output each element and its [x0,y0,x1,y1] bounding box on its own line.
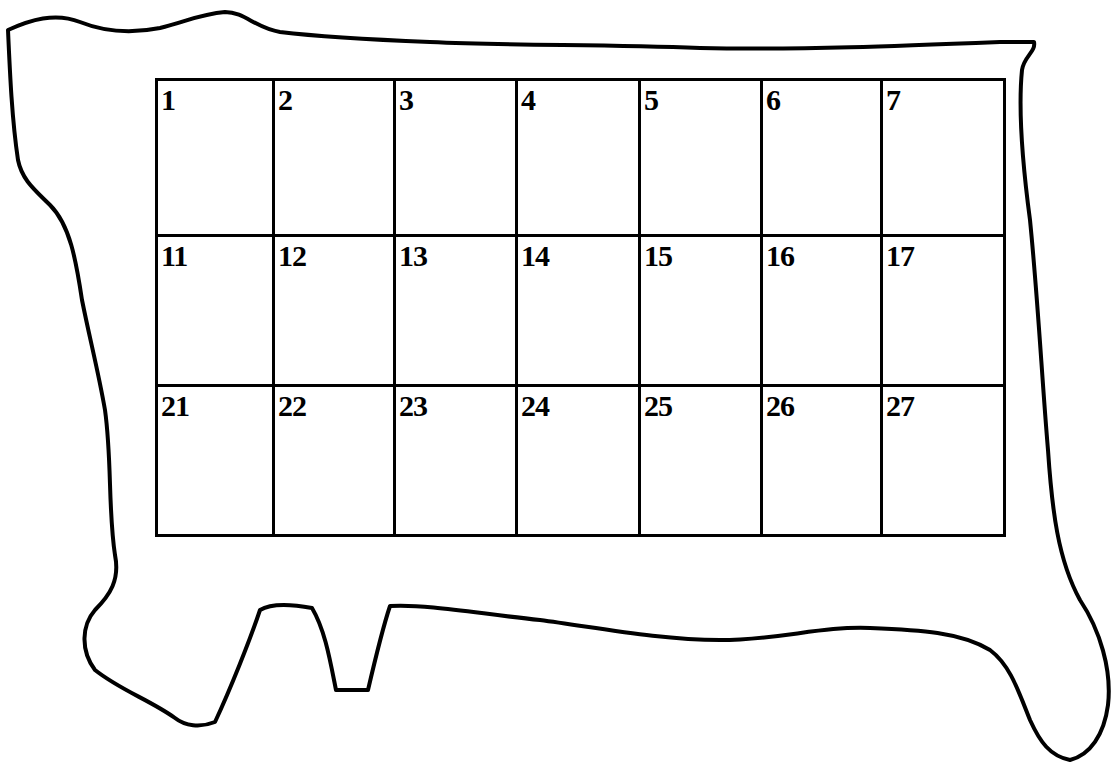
grid-cell: 4 [515,78,641,237]
cell-number: 26 [763,387,794,421]
cell-number: 15 [641,237,672,271]
grid-cell: 27 [880,384,1006,537]
grid-cell: 14 [515,234,641,387]
cell-number: 11 [158,237,187,271]
cell-number: 25 [641,387,672,421]
cell-number: 22 [275,387,306,421]
cell-number: 17 [883,237,914,271]
grid-cell: 16 [760,234,883,387]
grid-cell: 3 [393,78,518,237]
grid-cell: 12 [272,234,396,387]
cell-number: 5 [641,81,658,115]
grid-cell: 6 [760,78,883,237]
grid-cell: 21 [155,384,275,537]
grid-cell: 13 [393,234,518,387]
grid-cell: 2 [272,78,396,237]
cell-number: 2 [275,81,292,115]
grid-cell: 11 [155,234,275,387]
cell-number: 23 [396,387,427,421]
cell-number: 7 [883,81,900,115]
cell-number: 14 [518,237,549,271]
grid-cell: 5 [638,78,763,237]
grid-cell: 24 [515,384,641,537]
cell-number: 13 [396,237,427,271]
cell-number: 27 [883,387,914,421]
grid-cell: 15 [638,234,763,387]
cell-number: 16 [763,237,794,271]
cell-number: 21 [158,387,189,421]
cell-number: 4 [518,81,535,115]
grid-cell: 7 [880,78,1006,237]
hide-outline-path [8,12,1109,760]
cell-number: 6 [763,81,780,115]
cell-number: 24 [518,387,549,421]
grid-cell: 17 [880,234,1006,387]
grid-cell: 26 [760,384,883,537]
grid-cell: 23 [393,384,518,537]
cell-number: 3 [396,81,413,115]
grid-cell: 25 [638,384,763,537]
cell-number: 12 [275,237,306,271]
cell-number: 1 [158,81,175,115]
grid-cell: 1 [155,78,275,237]
grid-cell: 22 [272,384,396,537]
